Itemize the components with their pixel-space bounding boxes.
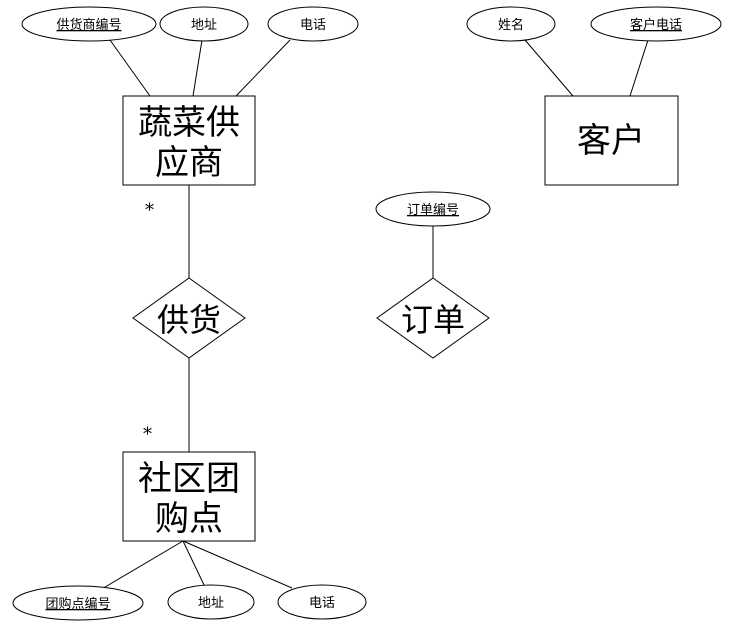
attribute-supplier-id-label: 供货商编号: [56, 17, 121, 33]
entity-customer[interactable]: 客户: [544, 95, 679, 186]
attribute-group-address-label: 地址: [198, 596, 224, 611]
entity-supplier-label-line1: 蔬菜供: [138, 103, 240, 143]
relationship-order[interactable]: 订单: [376, 277, 490, 359]
entity-group-point[interactable]: 社区团 购点: [122, 451, 256, 542]
attribute-order-id-label: 订单编号: [407, 203, 459, 218]
relationship-supply-label: 供货: [157, 301, 221, 339]
entity-group-point-label-line1: 社区团: [138, 459, 240, 499]
attribute-customer-phone-label: 客户电话: [630, 17, 682, 33]
relationship-supply[interactable]: 供货: [132, 277, 246, 359]
attribute-group-id-label: 团购点编号: [45, 596, 110, 612]
entity-group-point-label-line2: 购点: [155, 499, 223, 539]
attribute-supplier-phone[interactable]: 电话: [267, 6, 359, 42]
attribute-customer-name-label: 姓名: [498, 17, 524, 33]
multiplicity-group: *: [143, 424, 152, 445]
attribute-group-phone-label: 电话: [309, 596, 335, 611]
entity-customer-label: 客户: [577, 121, 645, 161]
supplier-address-connector: [192, 39, 203, 97]
attribute-supplier-id[interactable]: 供货商编号: [21, 6, 157, 42]
entity-supplier-label-line2: 应商: [155, 143, 223, 183]
supplier-phone-connector: [235, 39, 291, 97]
group-id-connector: [99, 540, 184, 591]
attribute-supplier-address-label: 地址: [191, 18, 217, 33]
group-phone-connector: [182, 540, 293, 589]
group-address-connector: [182, 540, 206, 588]
attribute-group-phone[interactable]: 电话: [277, 584, 367, 620]
attribute-customer-name[interactable]: 姓名: [466, 6, 556, 42]
customer-name-connector: [524, 39, 574, 97]
entity-supplier[interactable]: 蔬菜供 应商: [122, 95, 256, 186]
attribute-supplier-address[interactable]: 地址: [159, 6, 249, 42]
supplier-id-connector: [109, 39, 151, 97]
attribute-group-id[interactable]: 团购点编号: [12, 585, 144, 621]
attribute-group-address[interactable]: 地址: [167, 584, 255, 620]
customer-phone-connector: [629, 39, 649, 97]
attribute-customer-phone[interactable]: 客户电话: [590, 6, 722, 42]
attribute-order-id[interactable]: 订单编号: [375, 191, 491, 227]
multiplicity-supplier: *: [145, 200, 154, 221]
attribute-supplier-phone-label: 电话: [300, 18, 326, 33]
relationship-order-label: 订单: [401, 301, 465, 339]
